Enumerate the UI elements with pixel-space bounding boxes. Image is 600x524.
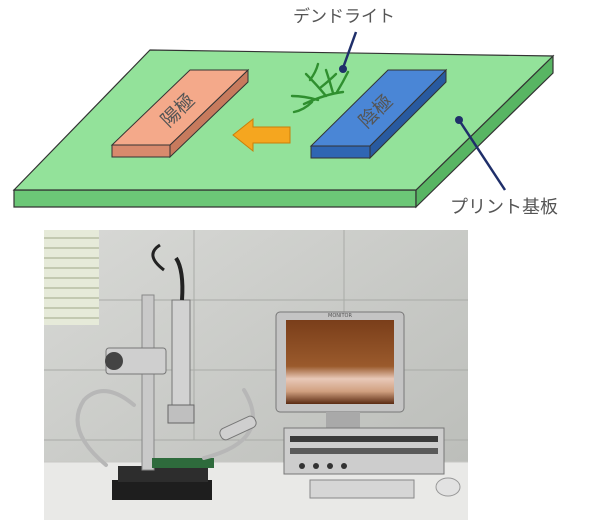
anode-side xyxy=(111,144,171,158)
mouse xyxy=(435,477,461,497)
anode-electrode xyxy=(110,69,250,146)
dendrite-growth-icon xyxy=(290,62,350,114)
digital-microscope xyxy=(105,243,214,500)
equipment-photo: MONITOR xyxy=(44,230,468,520)
board-label: プリント基板 xyxy=(450,197,558,218)
cathode-electrode xyxy=(309,69,448,147)
gooseneck-lights xyxy=(75,388,255,467)
board-side xyxy=(13,189,417,208)
monitor-brand: MONITOR xyxy=(328,313,352,319)
cathode-side xyxy=(310,145,371,159)
dendrite-leader-line xyxy=(341,31,358,69)
controller-unit xyxy=(283,427,445,475)
printed-circuit-board xyxy=(12,49,555,191)
dendrite-label: デンドライト xyxy=(293,7,395,27)
dendrite-diagram xyxy=(12,31,555,209)
dendrite-leader-dot xyxy=(339,65,347,73)
monitor-screen xyxy=(286,320,394,404)
window-blinds xyxy=(44,230,99,325)
migration-arrow-icon xyxy=(232,117,291,153)
board-leader-line xyxy=(457,119,507,191)
board-leader-dot xyxy=(455,116,463,124)
monitor: MONITOR xyxy=(275,311,405,428)
keyboard xyxy=(309,479,415,499)
